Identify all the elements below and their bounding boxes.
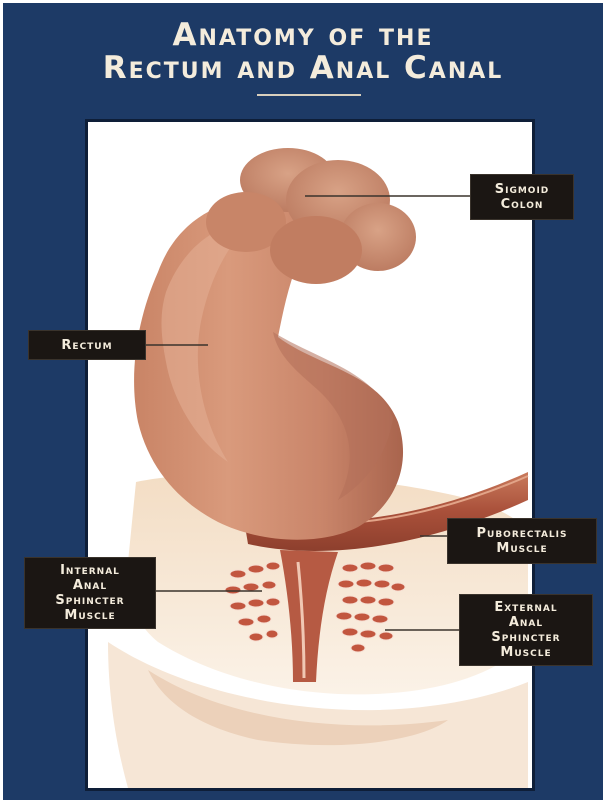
sigmoid-lobe — [270, 216, 362, 284]
label-text: Muscle — [64, 608, 115, 623]
illustration-panel — [88, 122, 532, 788]
label-text: Rectum — [61, 338, 112, 353]
label-text: Muscle — [496, 541, 547, 556]
label-external-anal-sphincter: External Anal Sphincter Muscle — [459, 594, 593, 666]
label-text: Sphincter — [491, 630, 560, 645]
title-line-1: Anatomy of the — [3, 17, 603, 53]
label-text: Anal — [73, 578, 107, 593]
label-text: Sigmoid — [495, 182, 550, 197]
label-text: Sphincter — [55, 593, 124, 608]
label-text: Anal — [509, 615, 543, 630]
label-text: External — [494, 600, 557, 615]
title-divider — [257, 94, 361, 96]
label-text: Internal — [60, 563, 120, 578]
label-text: Puborectalis — [476, 526, 567, 541]
label-text: Colon — [501, 197, 544, 212]
label-text: Muscle — [500, 645, 551, 660]
label-rectum: Rectum — [28, 330, 146, 360]
title-line-2: Rectum and Anal Canal — [3, 50, 603, 86]
anatomy-illustration — [88, 122, 532, 788]
label-internal-anal-sphincter: Internal Anal Sphincter Muscle — [24, 557, 156, 629]
label-puborectalis-muscle: Puborectalis Muscle — [447, 518, 597, 564]
label-sigmoid-colon: Sigmoid Colon — [470, 174, 574, 220]
